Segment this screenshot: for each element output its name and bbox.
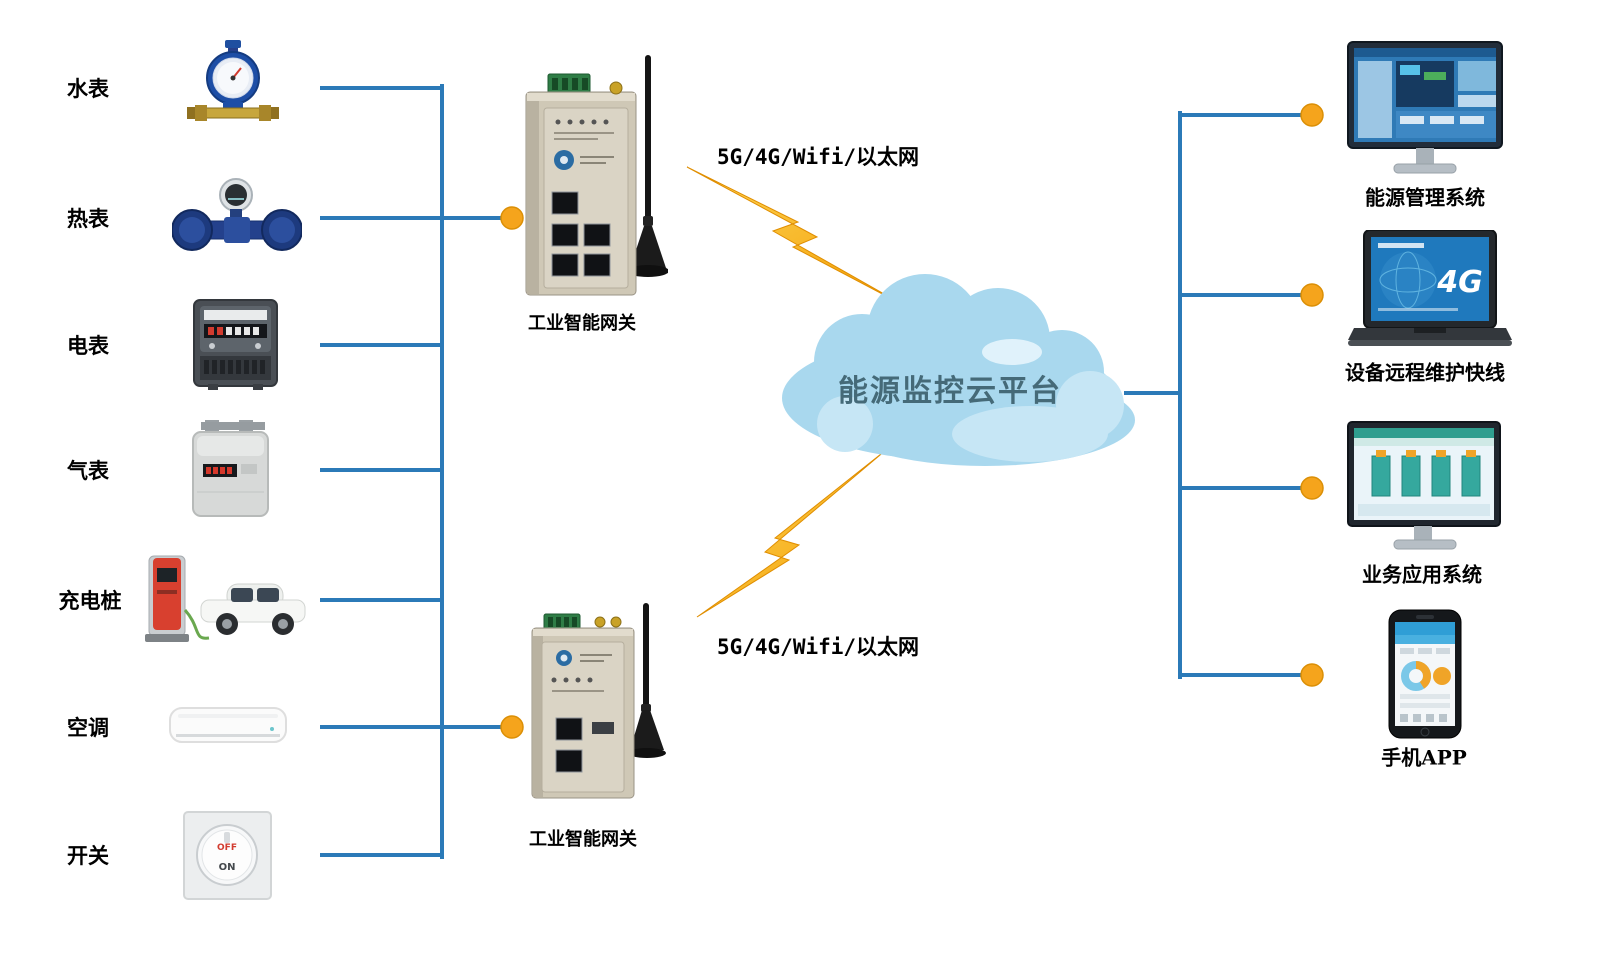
switch-image: OFF ON bbox=[180, 808, 275, 907]
heat-meter-graphic bbox=[171, 178, 303, 251]
remote-maintenance-laptop-image: 4G bbox=[1348, 229, 1512, 354]
gateway-top-graphic bbox=[525, 55, 669, 296]
switch-on-text: ON bbox=[219, 862, 236, 873]
label-water-meter: 水表 bbox=[67, 77, 109, 101]
junction-dots bbox=[500, 103, 1324, 739]
electric-meter-graphic bbox=[193, 299, 278, 390]
air-conditioner-graphic bbox=[169, 707, 287, 743]
gateway-top-label: 工业智能网关 bbox=[528, 313, 636, 334]
mobile-app-phone-image bbox=[1386, 608, 1464, 744]
gas-meter-graphic bbox=[192, 420, 269, 517]
cloud-shape bbox=[782, 274, 1135, 466]
electric-meter-image bbox=[188, 298, 283, 397]
label-business-application-system: 业务应用系统 bbox=[1362, 562, 1482, 587]
water-meter-image bbox=[177, 38, 287, 142]
remote-maintenance-laptop-graphic: 4G bbox=[1348, 229, 1512, 346]
heat-meter-image bbox=[171, 173, 303, 267]
label-remote-maintenance: 设备远程维护快线 bbox=[1345, 360, 1505, 385]
gateway-bottom-label: 工业智能网关 bbox=[529, 829, 637, 850]
laptop-screen-text: 4G bbox=[1436, 265, 1483, 300]
charging-pile-graphic bbox=[145, 555, 306, 642]
energy-management-monitor-image bbox=[1344, 40, 1506, 196]
left-bus-lines bbox=[320, 84, 510, 859]
charging-pile-image bbox=[143, 550, 308, 654]
cloud-platform-label: 能源监控云平台 bbox=[838, 374, 1062, 409]
gateway-bottom-image bbox=[528, 592, 668, 808]
label-switch: 开关 bbox=[67, 844, 109, 868]
switch-off-text: OFF bbox=[217, 843, 237, 853]
lightning-bolt-top bbox=[686, 166, 908, 308]
label-air-conditioner: 空调 bbox=[67, 716, 109, 740]
label-electric-meter: 电表 bbox=[67, 334, 109, 358]
gateway-bottom-graphic bbox=[531, 603, 666, 799]
business-application-monitor-graphic bbox=[1347, 421, 1501, 550]
water-meter-graphic bbox=[187, 40, 279, 121]
label-gas-meter: 气表 bbox=[67, 459, 109, 483]
energy-management-monitor-graphic bbox=[1347, 41, 1503, 174]
business-application-monitor-image bbox=[1346, 420, 1502, 576]
lightning-bolt-bottom bbox=[696, 449, 887, 618]
label-heat-meter: 热表 bbox=[67, 207, 109, 231]
switch-graphic: OFF ON bbox=[183, 811, 272, 900]
label-mobile-app: 手机APP bbox=[1381, 745, 1467, 770]
mobile-app-phone-graphic bbox=[1388, 609, 1462, 739]
gas-meter-image bbox=[183, 418, 278, 527]
air-conditioner-image bbox=[168, 700, 288, 759]
link-label-bottom: 5G/4G/Wifi/以太网 bbox=[716, 635, 920, 659]
right-bus-lines bbox=[1124, 111, 1306, 679]
label-energy-management-system: 能源管理系统 bbox=[1365, 185, 1485, 210]
link-label-top: 5G/4G/Wifi/以太网 bbox=[716, 145, 920, 169]
gateway-top-image bbox=[518, 52, 669, 306]
label-charging-pile: 充电桩 bbox=[58, 589, 122, 613]
